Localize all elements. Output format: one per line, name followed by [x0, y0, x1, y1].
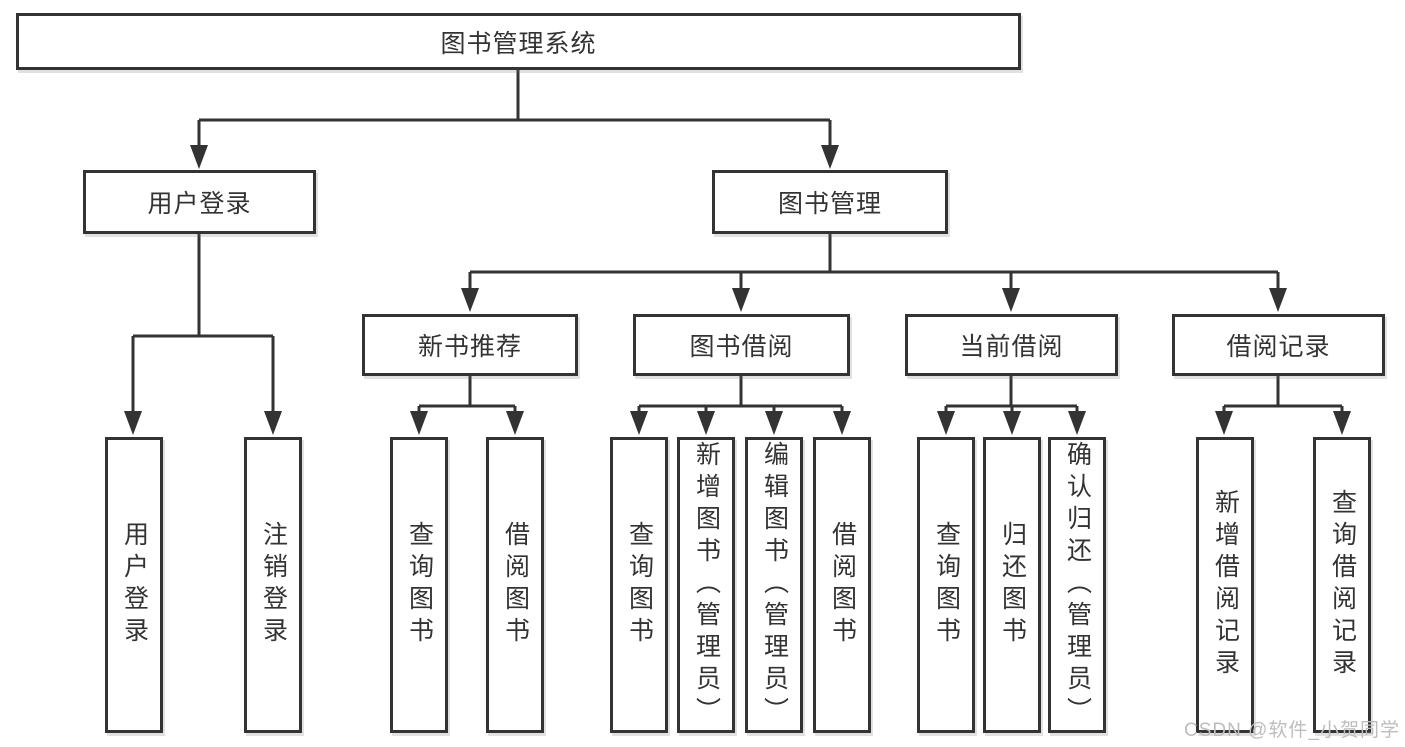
leaf-borrow-books-borrow: 借阅图书 — [813, 437, 871, 733]
node-borrow-record: 借阅记录 — [1172, 314, 1385, 376]
leaf-user-login-label: 用户登录 — [120, 521, 149, 649]
leaf-add-borrow-record-label: 新增借阅记录 — [1211, 489, 1240, 681]
leaf-confirm-return-admin: 确认归还（管理员） — [1048, 437, 1106, 733]
leaf-add-borrow-record: 新增借阅记录 — [1196, 437, 1254, 733]
leaf-borrow-books-recommend: 借阅图书 — [486, 437, 544, 733]
leaf-edit-books-admin-label: 编辑图书（管理员） — [760, 441, 789, 729]
node-user-login-label: 用户登录 — [147, 190, 252, 218]
node-book-borrow-label: 图书借阅 — [689, 333, 794, 361]
leaf-edit-books-admin: 编辑图书（管理员） — [745, 437, 803, 733]
node-book-management-label: 图书管理 — [777, 190, 882, 218]
node-book-borrow: 图书借阅 — [633, 314, 850, 376]
leaf-return-books: 归还图书 — [983, 437, 1041, 733]
leaf-confirm-return-admin-label: 确认归还（管理员） — [1063, 441, 1092, 729]
node-new-book-recommend: 新书推荐 — [362, 314, 578, 376]
leaf-query-books-borrow-label: 查询图书 — [625, 521, 654, 649]
leaf-logout: 注销登录 — [244, 437, 302, 733]
node-borrow-record-label: 借阅记录 — [1226, 333, 1331, 361]
leaf-query-borrow-record: 查询借阅记录 — [1313, 437, 1371, 733]
leaf-logout-label: 注销登录 — [259, 521, 288, 649]
arrowheads — [124, 145, 1351, 435]
node-current-borrow-label: 当前借阅 — [959, 333, 1064, 361]
leaf-query-borrow-record-label: 查询借阅记录 — [1328, 489, 1357, 681]
leaf-query-books-recommend: 查询图书 — [390, 437, 448, 733]
leaf-user-login: 用户登录 — [105, 437, 163, 733]
leaf-add-books-admin: 新增图书（管理员） — [677, 437, 735, 733]
node-current-borrow: 当前借阅 — [905, 314, 1118, 376]
node-root-label: 图书管理系统 — [440, 29, 597, 58]
leaf-query-books-current: 查询图书 — [917, 437, 975, 733]
leaf-query-books-borrow: 查询图书 — [610, 437, 668, 733]
node-user-login: 用户登录 — [83, 170, 316, 234]
csdn-watermark: CSDN @软件_小贺同学 — [1184, 720, 1400, 741]
node-new-book-recommend-label: 新书推荐 — [417, 333, 522, 361]
leaf-return-books-label: 归还图书 — [998, 521, 1027, 649]
node-root-system: 图书管理系统 — [16, 13, 1021, 70]
leaf-add-books-admin-label: 新增图书（管理员） — [692, 441, 721, 729]
leaf-query-books-current-label: 查询图书 — [932, 521, 961, 649]
node-book-management: 图书管理 — [712, 170, 948, 234]
leaf-query-books-recommend-label: 查询图书 — [405, 521, 434, 649]
leaf-borrow-books-recommend-label: 借阅图书 — [501, 521, 530, 649]
leaf-borrow-books-borrow-label: 借阅图书 — [828, 521, 857, 649]
